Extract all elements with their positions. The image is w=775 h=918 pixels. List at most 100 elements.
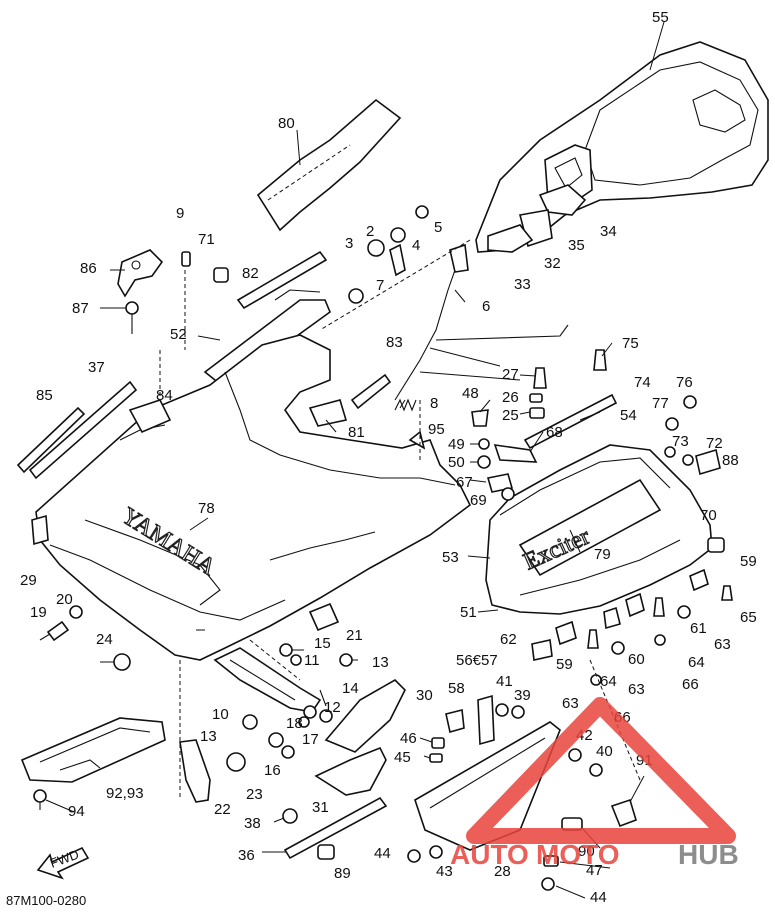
label-60: 60 <box>628 651 645 668</box>
part-65-fastener <box>721 585 733 601</box>
label-66a: 66 <box>682 676 699 693</box>
label-48: 48 <box>462 385 479 402</box>
part-84-bracket <box>128 399 172 434</box>
label-18: 18 <box>286 715 303 732</box>
label-64a: 64 <box>688 654 705 671</box>
label-88: 88 <box>722 452 739 469</box>
part-39-clip <box>511 705 525 719</box>
part-59-clip <box>555 568 709 646</box>
part-26-clip <box>529 393 543 403</box>
label-76: 76 <box>676 374 693 391</box>
watermark-moto-text: MOTO <box>536 839 619 870</box>
label-17: 17 <box>302 731 319 748</box>
part-73-washer <box>664 446 676 458</box>
label-59a: 59 <box>740 553 757 570</box>
part-83-strip <box>350 373 392 410</box>
part-30-pad <box>324 679 406 753</box>
part-50-washer <box>477 455 491 469</box>
label-75: 75 <box>622 335 639 352</box>
part-40-bolt <box>589 763 603 777</box>
part-56-57-clip <box>477 694 495 746</box>
part-31-pad <box>314 746 387 796</box>
part-87-rivet <box>125 301 139 334</box>
part-11-clip <box>290 654 302 666</box>
label-90: 90 <box>578 843 595 860</box>
label-62: 62 <box>500 631 517 648</box>
part-38-bolt <box>282 808 298 824</box>
part-66-washer <box>611 641 625 655</box>
label-61: 61 <box>690 620 707 637</box>
label-13b: 13 <box>200 728 217 745</box>
label-86: 86 <box>80 260 97 277</box>
label-15: 15 <box>314 635 331 652</box>
part-94-fastener <box>33 789 47 810</box>
part-13-nut <box>339 653 353 667</box>
part-79-emblem <box>518 478 662 577</box>
label-35: 35 <box>568 237 585 254</box>
part-88-clip <box>695 448 721 476</box>
label-64b: 64 <box>600 673 617 690</box>
label-74: 74 <box>634 374 651 391</box>
label-69: 69 <box>470 492 487 509</box>
part-44-bolt <box>407 849 555 891</box>
part-60-clip <box>603 606 621 630</box>
part-80-shield <box>256 98 402 232</box>
label-63b: 63 <box>628 681 645 698</box>
label-14: 14 <box>342 680 359 697</box>
label-20: 20 <box>56 591 73 608</box>
label-44b: 44 <box>590 889 607 906</box>
part-9-pin <box>181 251 191 267</box>
label-28: 28 <box>494 863 511 880</box>
part-70-pad <box>707 537 725 553</box>
label-87: 87 <box>72 300 89 317</box>
part-43-bolt <box>429 845 443 859</box>
label-39: 39 <box>514 687 531 704</box>
label-73: 73 <box>672 433 689 450</box>
label-43: 43 <box>436 863 453 880</box>
fwd-arrow-icon <box>36 846 90 880</box>
part-72-washer <box>682 454 694 466</box>
diagram-code: 87M100-0280 <box>6 893 86 908</box>
label-50: 50 <box>448 454 465 471</box>
label-13a: 13 <box>372 654 389 671</box>
part-81-latch <box>308 399 348 427</box>
part-48-bolt <box>471 409 489 427</box>
label-38: 38 <box>244 815 261 832</box>
part-91-pad <box>610 798 637 828</box>
label-27: 27 <box>502 366 519 383</box>
part-85-strip <box>16 406 86 474</box>
label-26: 26 <box>502 389 519 406</box>
label-40: 40 <box>596 743 613 760</box>
label-32: 32 <box>544 255 561 272</box>
label-6: 6 <box>482 298 490 315</box>
part-29-hinge <box>31 514 49 546</box>
part-49-washer <box>478 438 490 450</box>
part-2-5-latch <box>367 205 429 277</box>
part-74-strip <box>523 393 618 450</box>
part-62-clip <box>531 639 553 661</box>
label-72: 72 <box>706 435 723 452</box>
part-6-cable <box>394 243 569 401</box>
part-21-bracket <box>308 602 340 632</box>
label-52: 52 <box>170 326 187 343</box>
part-63-fastener <box>587 597 665 649</box>
part-42-clip <box>568 748 582 762</box>
label-31: 31 <box>312 799 329 816</box>
label-47: 47 <box>586 862 603 879</box>
label-70: 70 <box>700 507 717 524</box>
part-69-washer <box>501 487 515 501</box>
label-2: 2 <box>366 223 374 240</box>
label-77: 77 <box>652 395 669 412</box>
part-77-washer <box>665 417 679 431</box>
label-23: 23 <box>246 786 263 803</box>
label-37: 37 <box>88 359 105 376</box>
part-55-rear-panel <box>475 41 769 253</box>
part-17-bushing <box>298 716 310 728</box>
part-67-bracket <box>486 473 514 493</box>
label-12: 12 <box>324 699 341 716</box>
part-41-clip <box>495 703 509 717</box>
label-67: 67 <box>456 474 473 491</box>
label-92-93: 92,93 <box>106 785 144 802</box>
label-45: 45 <box>394 749 411 766</box>
part-64-washer <box>590 634 666 686</box>
